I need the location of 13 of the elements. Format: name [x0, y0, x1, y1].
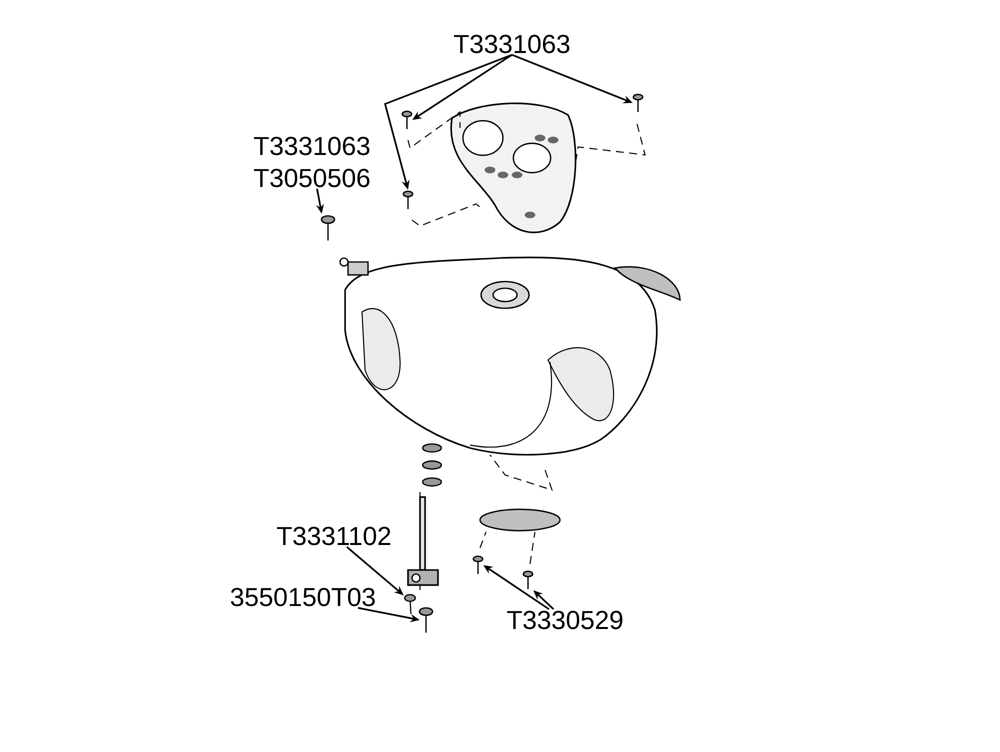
screw-icon	[402, 110, 412, 130]
part-number: T3331102	[277, 526, 390, 546]
part-number: T3331063 T3050506	[254, 136, 370, 188]
screw-icon	[632, 94, 644, 112]
bolt-icon	[418, 607, 434, 633]
screw-icon	[522, 570, 534, 590]
part-number: T3331063	[454, 34, 570, 54]
part-number: 3550150T03	[230, 588, 375, 606]
screw-icon	[402, 190, 414, 210]
fuel-tap-drawing	[407, 496, 439, 586]
bolt-icon	[320, 215, 336, 241]
part-number: T3330529	[507, 610, 622, 630]
screw-icon	[472, 556, 484, 574]
